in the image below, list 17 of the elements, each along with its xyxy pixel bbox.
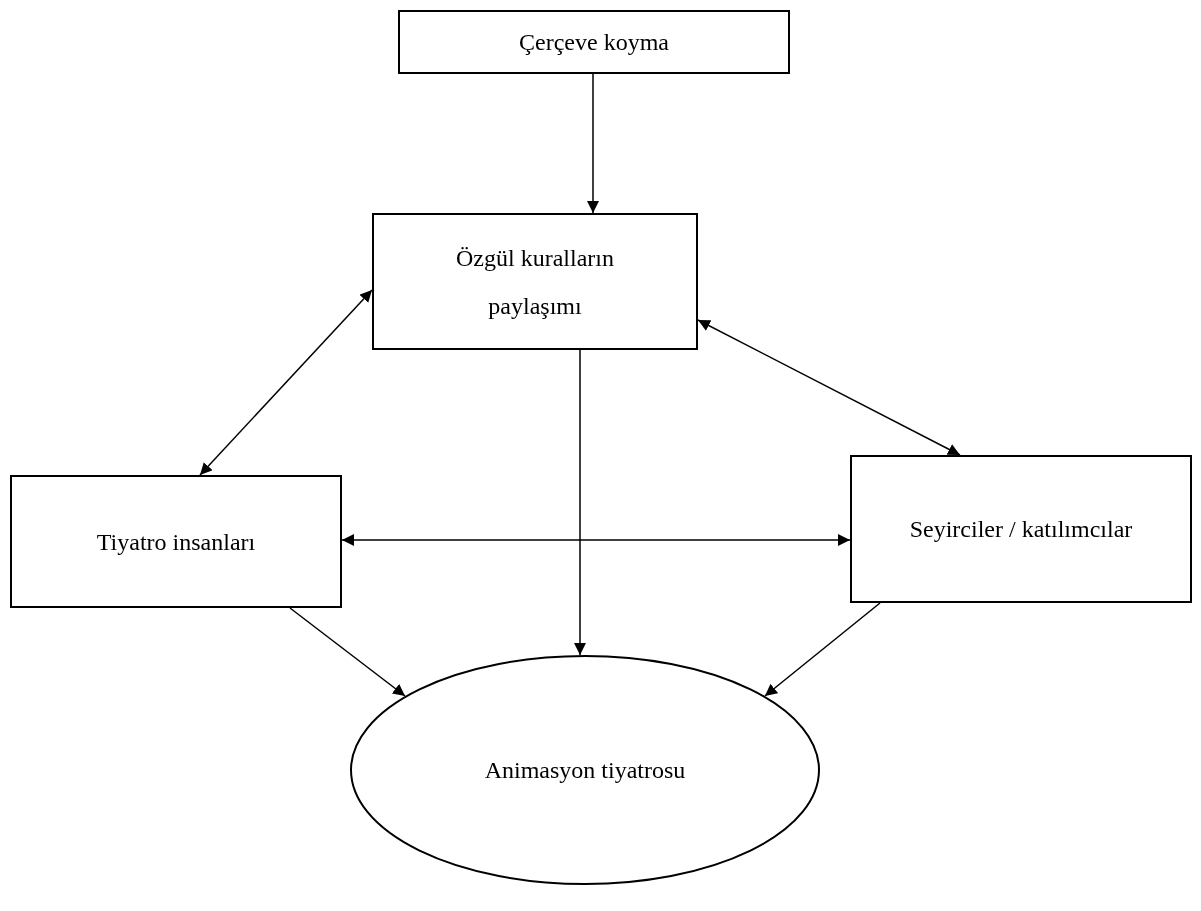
process-box (398, 10, 790, 74)
arrow (574, 349, 586, 656)
arrow (697, 319, 961, 456)
node-label: Tiyatro insanları (96, 527, 256, 557)
node-label: Özgül kuralların paylaşımı (455, 243, 615, 321)
process-box (850, 455, 1192, 603)
node-label: Animasyon tiyatrosu (484, 756, 686, 785)
arrow (587, 73, 599, 214)
node-label: Çerçeve koyma (519, 28, 669, 57)
terminal-ellipse (350, 655, 820, 885)
process-box (10, 475, 342, 608)
arrow (289, 607, 406, 697)
node-label: Seyirciler / katılımcılar (909, 515, 1133, 544)
arrow (341, 534, 851, 546)
arrow (764, 602, 881, 697)
arrow (199, 289, 373, 476)
process-box (372, 213, 698, 350)
